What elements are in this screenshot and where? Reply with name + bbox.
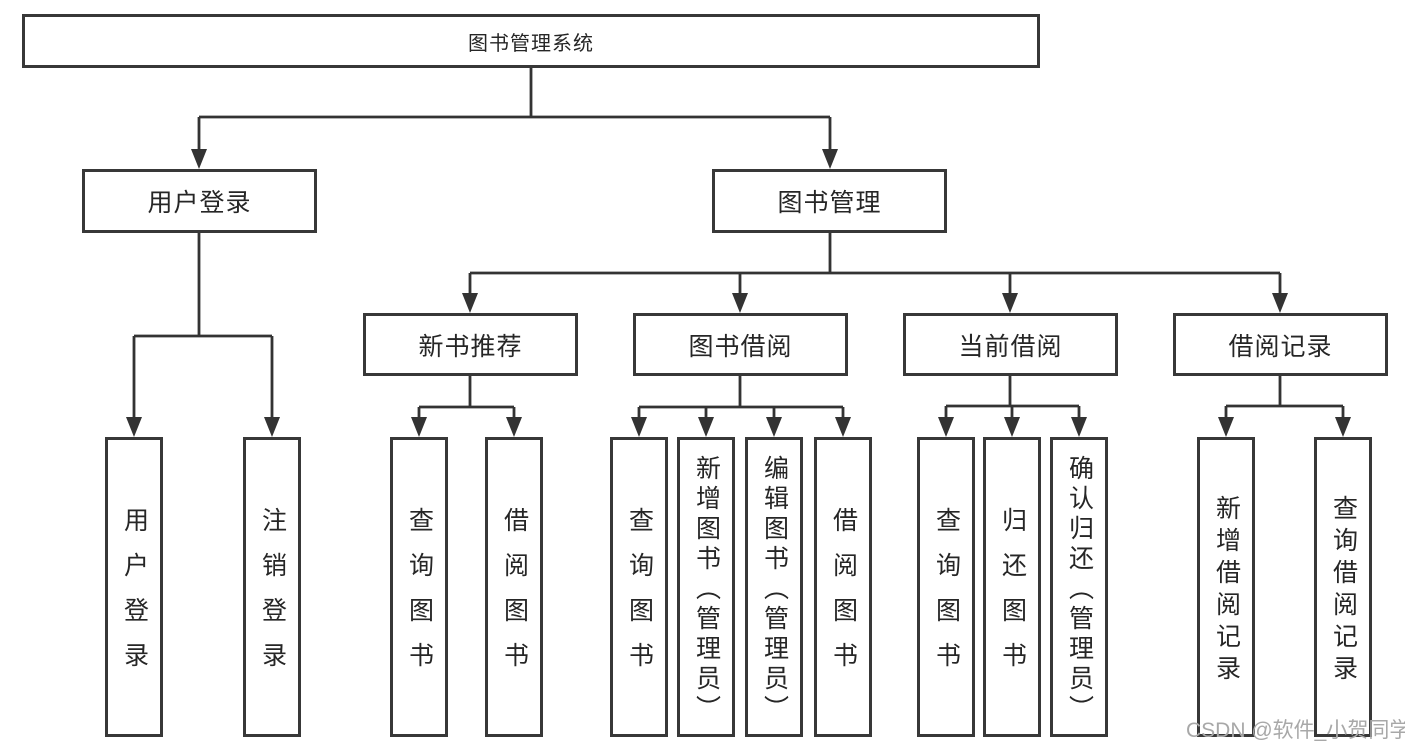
leaf-edit-books-admin-label: 编辑图书（管理员）: [760, 454, 789, 725]
leaf-logout: 注销登录: [243, 437, 301, 737]
node-user-login: 用户登录: [82, 169, 317, 233]
node-book-management-label: 图书管理: [777, 189, 882, 217]
leaf-current-query-books-label: 查询图书: [932, 507, 961, 687]
leaf-recommend-borrow-books: 借阅图书: [485, 437, 543, 737]
node-root: 图书管理系统: [22, 14, 1040, 68]
leaf-user-login-label: 用户登录: [120, 507, 149, 687]
node-current-borrow-label: 当前借阅: [958, 332, 1063, 361]
leaf-confirm-return-admin-label: 确认归还（管理员）: [1065, 454, 1094, 725]
node-new-book-recommend-label: 新书推荐: [418, 332, 523, 361]
node-borrow-records: 借阅记录: [1173, 313, 1388, 376]
leaf-add-borrow-record-label: 新增借阅记录: [1212, 494, 1241, 687]
leaf-borrow-query-books-label: 查询图书: [625, 507, 654, 687]
leaf-borrow-books: 借阅图书: [814, 437, 872, 737]
leaf-recommend-borrow-books-label: 借阅图书: [500, 507, 529, 687]
node-book-borrow-label: 图书借阅: [688, 332, 793, 361]
node-new-book-recommend: 新书推荐: [363, 313, 578, 376]
node-borrow-records-label: 借阅记录: [1228, 332, 1333, 361]
leaf-add-books-admin-label: 新增图书（管理员）: [692, 454, 721, 725]
node-root-label: 图书管理系统: [468, 32, 594, 55]
leaf-return-books-label: 归还图书: [998, 507, 1027, 687]
leaf-add-books-admin: 新增图书（管理员）: [677, 437, 735, 737]
arrowheads: [126, 149, 1351, 437]
leaf-return-books: 归还图书: [983, 437, 1041, 737]
node-user-login-label: 用户登录: [147, 189, 252, 217]
leaf-borrow-query-books: 查询图书: [610, 437, 668, 737]
leaf-query-borrow-record-label: 查询借阅记录: [1329, 494, 1358, 687]
leaf-borrow-books-label: 借阅图书: [829, 507, 858, 687]
csdn-watermark: CSDN @软件_小贺同学: [1186, 719, 1405, 742]
leaf-add-borrow-record: 新增借阅记录: [1197, 437, 1255, 737]
node-current-borrow: 当前借阅: [903, 313, 1118, 376]
node-book-borrow: 图书借阅: [633, 313, 848, 376]
leaf-recommend-query-books: 查询图书: [390, 437, 448, 737]
node-book-management: 图书管理: [712, 169, 947, 233]
leaf-query-borrow-record: 查询借阅记录: [1314, 437, 1372, 737]
leaf-logout-label: 注销登录: [258, 507, 287, 687]
leaf-confirm-return-admin: 确认归还（管理员）: [1050, 437, 1108, 737]
leaf-recommend-query-books-label: 查询图书: [405, 507, 434, 687]
leaf-edit-books-admin: 编辑图书（管理员）: [745, 437, 803, 737]
leaf-user-login: 用户登录: [105, 437, 163, 737]
leaf-current-query-books: 查询图书: [917, 437, 975, 737]
